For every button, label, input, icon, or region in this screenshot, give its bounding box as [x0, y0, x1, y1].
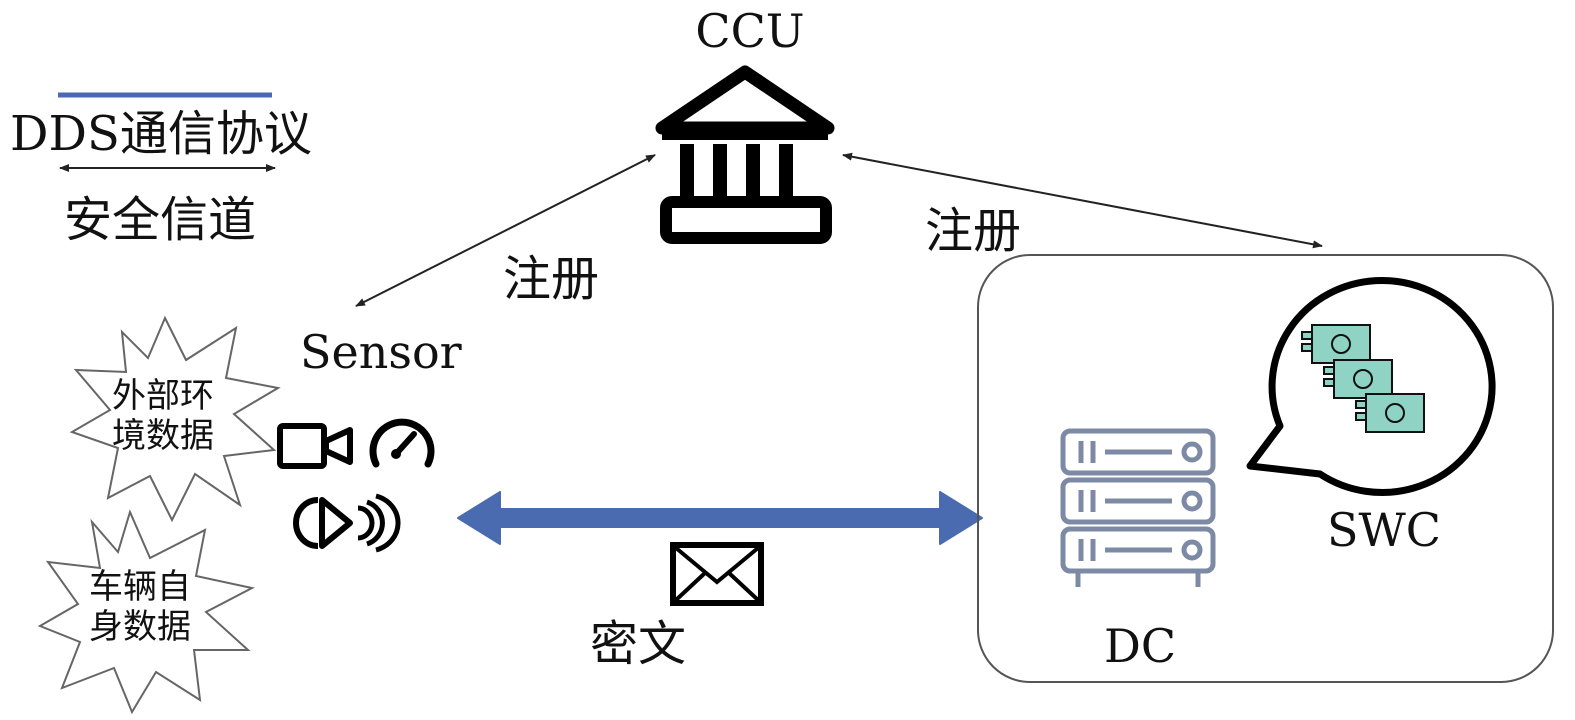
ciphertext-label: 密文 [590, 616, 686, 672]
vehicle-data-line1: 车辆自 [89, 567, 191, 607]
protocol-legend-label: DDS通信协议 [10, 106, 312, 162]
sensor-label: Sensor [300, 325, 462, 379]
starburst-icon [37, 509, 255, 715]
speedometer-icon [369, 418, 435, 468]
dc-label: DC [1104, 619, 1176, 673]
swc-label: SWC [1327, 503, 1441, 557]
external-data-line2: 境数据 [112, 416, 214, 456]
sonar-icon [293, 493, 401, 553]
dds-channel-arrow [457, 491, 983, 545]
register-arrow-left [355, 154, 656, 307]
server-rack-icon [1060, 428, 1216, 587]
envelope-icon [670, 542, 764, 606]
register-label-right: 注册 [925, 203, 1021, 259]
ecu-container [977, 254, 1554, 683]
money-bills-icon [1301, 324, 1425, 433]
vehicle-data-burst: 车辆自 身数据 [37, 509, 255, 715]
legend: DDS通信协议 安全信道 [10, 92, 312, 248]
vehicle-data-line2: 身数据 [89, 607, 191, 647]
register-arrow-right [842, 152, 1323, 249]
external-data-burst: 外部环 境数据 [69, 315, 281, 523]
bank-icon [655, 65, 835, 244]
register-label-left: 注册 [503, 251, 599, 307]
external-data-line1: 外部环 [112, 376, 214, 416]
starburst-icon [69, 315, 281, 523]
channel-legend-label: 安全信道 [64, 192, 256, 248]
video-camera-icon [277, 423, 353, 469]
ccu-label: CCU [695, 4, 804, 58]
